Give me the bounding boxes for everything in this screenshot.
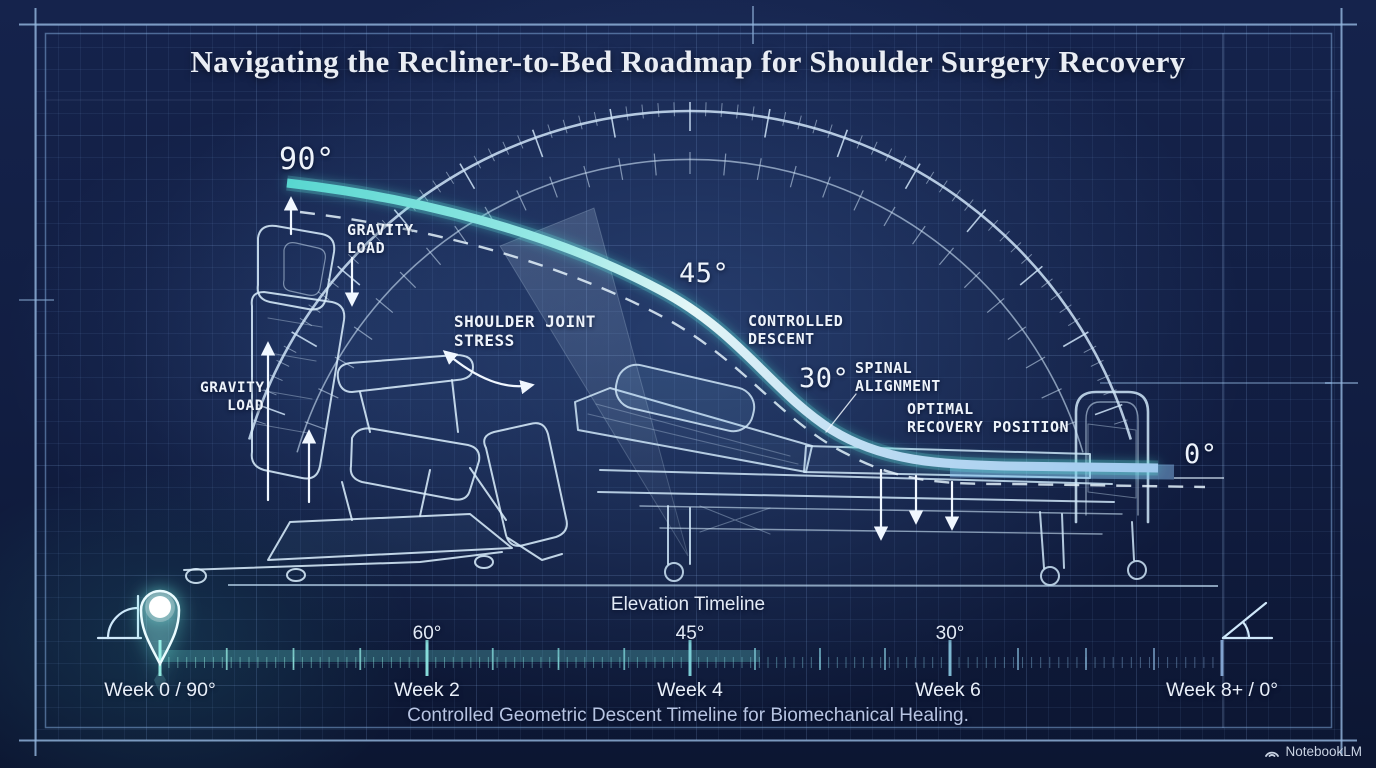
annotation-arrows — [260, 196, 960, 541]
protractor — [247, 102, 1133, 453]
timeline-week-8: Week 8+ / 0° — [1165, 679, 1279, 701]
angle-label-0: 0° — [1184, 439, 1218, 470]
angle-label-90: 90° — [279, 142, 335, 177]
registration-lines — [19, 6, 1358, 728]
timeline-caption: Controlled Geometric Descent Timeline fo… — [407, 705, 969, 726]
timeline-angle-45: 45° — [675, 623, 705, 644]
timeline-title: Elevation Timeline — [610, 594, 766, 615]
timeline-week-2: Week 2 — [394, 679, 460, 701]
timeline-angle-60: 60° — [412, 623, 442, 644]
spinal-alignment-label: SPINAL ALIGNMENT — [855, 359, 941, 395]
controlled-descent-label: CONTROLLED DESCENT — [748, 312, 844, 348]
brand-label: NotebookLM — [1285, 744, 1362, 759]
blueprint-grid — [36, 25, 1341, 740]
timeline-ruler — [158, 640, 1224, 676]
timeline-week-4: Week 4 — [657, 679, 723, 701]
angle-label-30: 30° — [799, 363, 850, 394]
gravity-load-top-label: GRAVITY LOAD — [347, 221, 414, 257]
descent-curve — [286, 175, 1224, 489]
optimal-recovery-position-label: OPTIMAL RECOVERY POSITION — [907, 400, 1070, 436]
shoulder-joint-stress-label: SHOULDER JOINT STRESS — [454, 312, 596, 350]
spinal-callout-line — [825, 393, 857, 433]
angle-label-45: 45° — [679, 258, 730, 289]
ground-line — [227, 584, 1219, 587]
timeline-week-6: Week 6 — [915, 679, 981, 701]
page-title: Navigating the Recliner-to-Bed Roadmap f… — [190, 44, 1186, 79]
dashed-guide-curve — [299, 210, 1206, 489]
timeline-week-0: Week 0 / 90° — [104, 679, 216, 701]
notebooklm-icon — [1265, 751, 1280, 757]
stress-wedge — [499, 207, 689, 557]
angle-icon-acute — [1221, 601, 1274, 640]
gravity-load-left-label: GRAVITY LOAD — [200, 380, 265, 414]
brand-footer: NotebookLM — [1264, 744, 1362, 759]
frame-borders — [19, 8, 1357, 756]
timeline-angle-30: 30° — [935, 623, 965, 644]
recliner-chair — [183, 224, 568, 584]
angle-icon-90 — [96, 594, 143, 640]
location-pin — [139, 589, 181, 694]
arrow-curved-shoulder-stress — [442, 350, 535, 395]
